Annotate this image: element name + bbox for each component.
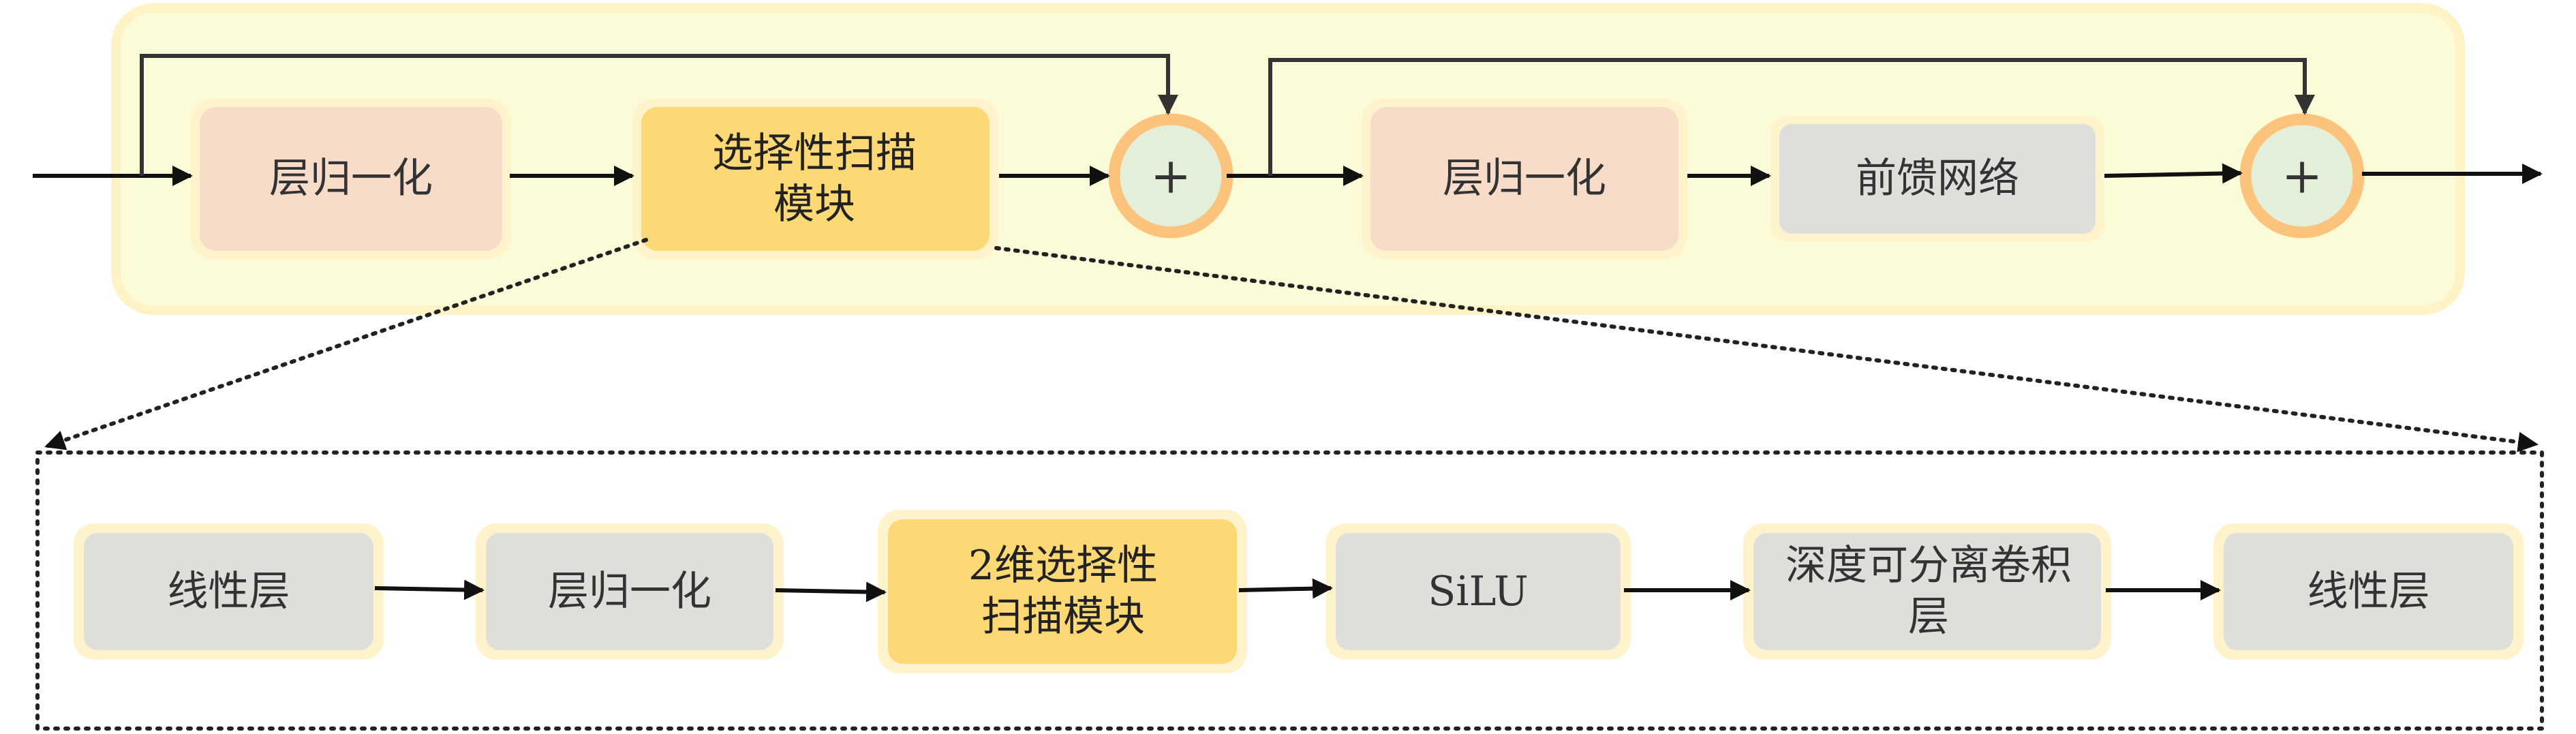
bottom-linear-1-box [74, 523, 384, 660]
bottom-silu-box [1325, 523, 1631, 660]
top-feed-forward-label: 前馈网络 [1856, 155, 2019, 202]
bottom-scan-2d-label: 2维选择性扫描模块 [968, 542, 1159, 641]
top-scan-module-label: 选择性扫描模块 [712, 129, 917, 228]
top-flow-arrows [33, 163, 2543, 186]
top-layernorm-1-label: 层归一化 [269, 155, 433, 202]
adder-1-label: + [1150, 147, 1192, 204]
adder-2-label: + [2281, 147, 2323, 204]
bottom-silu-label: SiLU [1428, 567, 1529, 615]
top-scan-module-box [632, 99, 998, 259]
bottom-layernorm-label: 层归一化 [548, 567, 711, 615]
top-layernorm-2-label: 层归一化 [1443, 155, 1606, 202]
top-layernorm-2-box [1362, 99, 1687, 259]
top-feed-forward-box [1770, 116, 2104, 242]
bottom-flow-arrows [374, 578, 2221, 602]
bottom-linear-2-box [2213, 523, 2524, 660]
bottom-linear-2-label: 线性层 [2307, 567, 2430, 615]
bottom-layernorm-box [476, 523, 784, 660]
residual-connections [140, 54, 2315, 176]
bottom-linear-1-label: 线性层 [167, 567, 290, 615]
top-layernorm-1-box [191, 99, 511, 259]
zoom-lines [44, 238, 2539, 453]
bottom-dwconv-label: 深度可分离卷积层 [1785, 542, 2072, 641]
bottom-dwconv-box [1743, 523, 2111, 660]
bottom-scan-2d-box [878, 510, 1247, 673]
adder-2-circle [2239, 113, 2365, 239]
